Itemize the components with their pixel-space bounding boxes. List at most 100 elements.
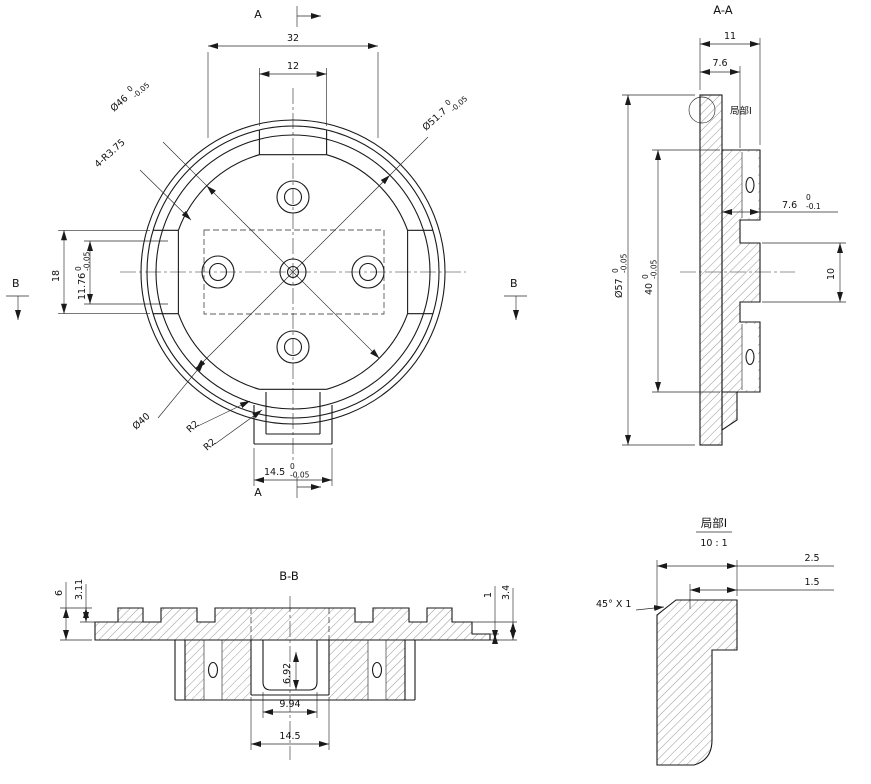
tol-lower: -0.05 bbox=[650, 259, 659, 279]
dim-label: 10 bbox=[826, 268, 837, 280]
dim-chamfer: 45° X 1 bbox=[596, 599, 665, 612]
circle-d51-7 bbox=[155, 134, 431, 410]
flange-rim-section bbox=[699, 94, 723, 446]
dim-1: 1 bbox=[483, 586, 499, 644]
dim-label: 45° X 1 bbox=[596, 599, 631, 610]
hole-section bbox=[207, 661, 219, 679]
detail-scale: 10 : 1 bbox=[700, 538, 727, 549]
dim-10: 10 bbox=[762, 242, 846, 303]
dim-label: 14.5 bbox=[279, 731, 300, 742]
outer-circle-d57 bbox=[140, 119, 446, 425]
tol-lower: -0.05 bbox=[449, 94, 470, 114]
dim-label: Ø57 bbox=[614, 278, 625, 298]
section-aa-view: A-A 局部I 11 7.6 bbox=[611, 3, 846, 446]
dim-3-4: 3.4 bbox=[472, 585, 517, 641]
dim-label: 11.76 bbox=[77, 273, 88, 300]
tol-upper: 0 bbox=[641, 274, 650, 279]
section-profile bbox=[699, 94, 761, 446]
dim-label: 7.6 bbox=[782, 200, 797, 211]
dim-dia57: Ø57 0 -0.05 bbox=[611, 94, 695, 446]
dim-label: 1 bbox=[483, 592, 494, 598]
detail-section bbox=[656, 599, 738, 766]
dim-11: 11 bbox=[699, 31, 761, 145]
section-letter: B bbox=[12, 277, 20, 290]
view-title: B-B bbox=[279, 569, 299, 583]
dim-label: 6 bbox=[54, 590, 65, 596]
dim-11-76: 11.76 0 -0.05 bbox=[74, 240, 168, 305]
tol-lower: -0.05 bbox=[620, 253, 629, 273]
dim-r2-lower: R2 bbox=[202, 409, 263, 454]
section-mark-a-top: A bbox=[254, 6, 321, 27]
dim-3-11: 3.11 bbox=[74, 579, 143, 623]
dim-label: R2 bbox=[202, 437, 219, 454]
dim-7-6-top: 7.6 bbox=[700, 58, 741, 148]
tol-upper: 0 bbox=[443, 97, 453, 107]
dim-fillet-4r375: 4-R3.75 bbox=[93, 137, 192, 221]
detail-callout: 局部I bbox=[688, 96, 752, 124]
dim-14-5: 14.5 0 -0.05 bbox=[253, 448, 333, 486]
dim-label: 11 bbox=[724, 31, 736, 42]
hole-section bbox=[371, 661, 383, 679]
detail-callout-label: 局部I bbox=[730, 105, 752, 117]
view-title: 局部I bbox=[701, 516, 727, 530]
view-title: A-A bbox=[713, 3, 733, 17]
chamfer-circle bbox=[146, 125, 440, 419]
detail-title: 局部I 10 : 1 bbox=[696, 516, 732, 549]
section-letter: A bbox=[254, 8, 262, 21]
dim-label: 12 bbox=[287, 61, 299, 72]
section-profile bbox=[94, 607, 491, 701]
dim-label: 9.94 bbox=[279, 699, 300, 710]
dim-label: 1.5 bbox=[804, 577, 819, 588]
tol-upper: 0 bbox=[125, 84, 135, 94]
hole-section bbox=[745, 348, 755, 366]
section-bb-view: B-B bbox=[54, 569, 517, 760]
dim-label: 2.5 bbox=[804, 553, 819, 564]
dim-40: 40 0 -0.05 bbox=[641, 149, 720, 393]
section-letter: B bbox=[510, 277, 518, 290]
section-letter: A bbox=[254, 486, 262, 499]
centerlines bbox=[120, 88, 466, 462]
dim-label: 7.6 bbox=[712, 58, 727, 69]
center-boss bbox=[262, 640, 318, 691]
dim-6-92: 6.92 bbox=[282, 652, 299, 690]
tol-upper: 0 bbox=[611, 268, 620, 273]
tol-upper: 0 bbox=[74, 266, 83, 271]
tol-upper: 0 bbox=[290, 462, 295, 471]
front-view: Ø46 0 -0.05 Ø51.7 0 -0.05 4-R3.75 32 bbox=[6, 6, 527, 499]
dim-1-5: 1.5 bbox=[689, 577, 834, 600]
disc-section bbox=[94, 607, 491, 641]
detail-profile bbox=[656, 599, 738, 766]
dim-label: 3.4 bbox=[501, 585, 512, 600]
section-mark-b-right: B bbox=[504, 277, 527, 320]
hole-section bbox=[745, 176, 755, 194]
dim-label: 4-R3.75 bbox=[93, 137, 128, 170]
dim-label: Ø46 bbox=[109, 93, 131, 114]
tol-upper: 0 bbox=[806, 193, 811, 202]
tol-lower: -0.05 bbox=[83, 251, 92, 271]
dim-label: 6.92 bbox=[282, 663, 293, 684]
dim-18: 18 bbox=[51, 229, 150, 315]
dim-label: 3.11 bbox=[74, 579, 85, 600]
dim-32: 32 bbox=[207, 33, 379, 138]
bottom-step bbox=[721, 391, 738, 432]
dim-label: 32 bbox=[287, 33, 299, 44]
dim-14-5: 14.5 bbox=[250, 697, 330, 750]
dim-r2-upper: R2 bbox=[185, 400, 251, 436]
dim-label: Ø51.7 bbox=[421, 106, 450, 133]
section-mark-b-left: B bbox=[6, 277, 29, 320]
dim-9-94: 9.94 bbox=[262, 692, 318, 718]
dim-12: 12 bbox=[259, 61, 327, 126]
section-mark-a-bottom: A bbox=[254, 477, 321, 499]
tol-lower: -0.1 bbox=[806, 202, 821, 211]
detail-view: 局部I 10 : 1 2.5 1.5 45° X 1 bbox=[596, 516, 834, 766]
outer-circles bbox=[140, 119, 446, 425]
dim-label: R2 bbox=[185, 419, 202, 436]
dim-label: Ø40 bbox=[131, 411, 153, 432]
dim-label: 14.5 bbox=[264, 467, 285, 478]
tol-lower: -0.05 bbox=[131, 80, 152, 100]
dim-7-6-right: 7.6 0 -0.1 bbox=[722, 193, 838, 215]
tol-lower: -0.05 bbox=[290, 471, 310, 480]
detail-callout-circle bbox=[688, 96, 716, 124]
